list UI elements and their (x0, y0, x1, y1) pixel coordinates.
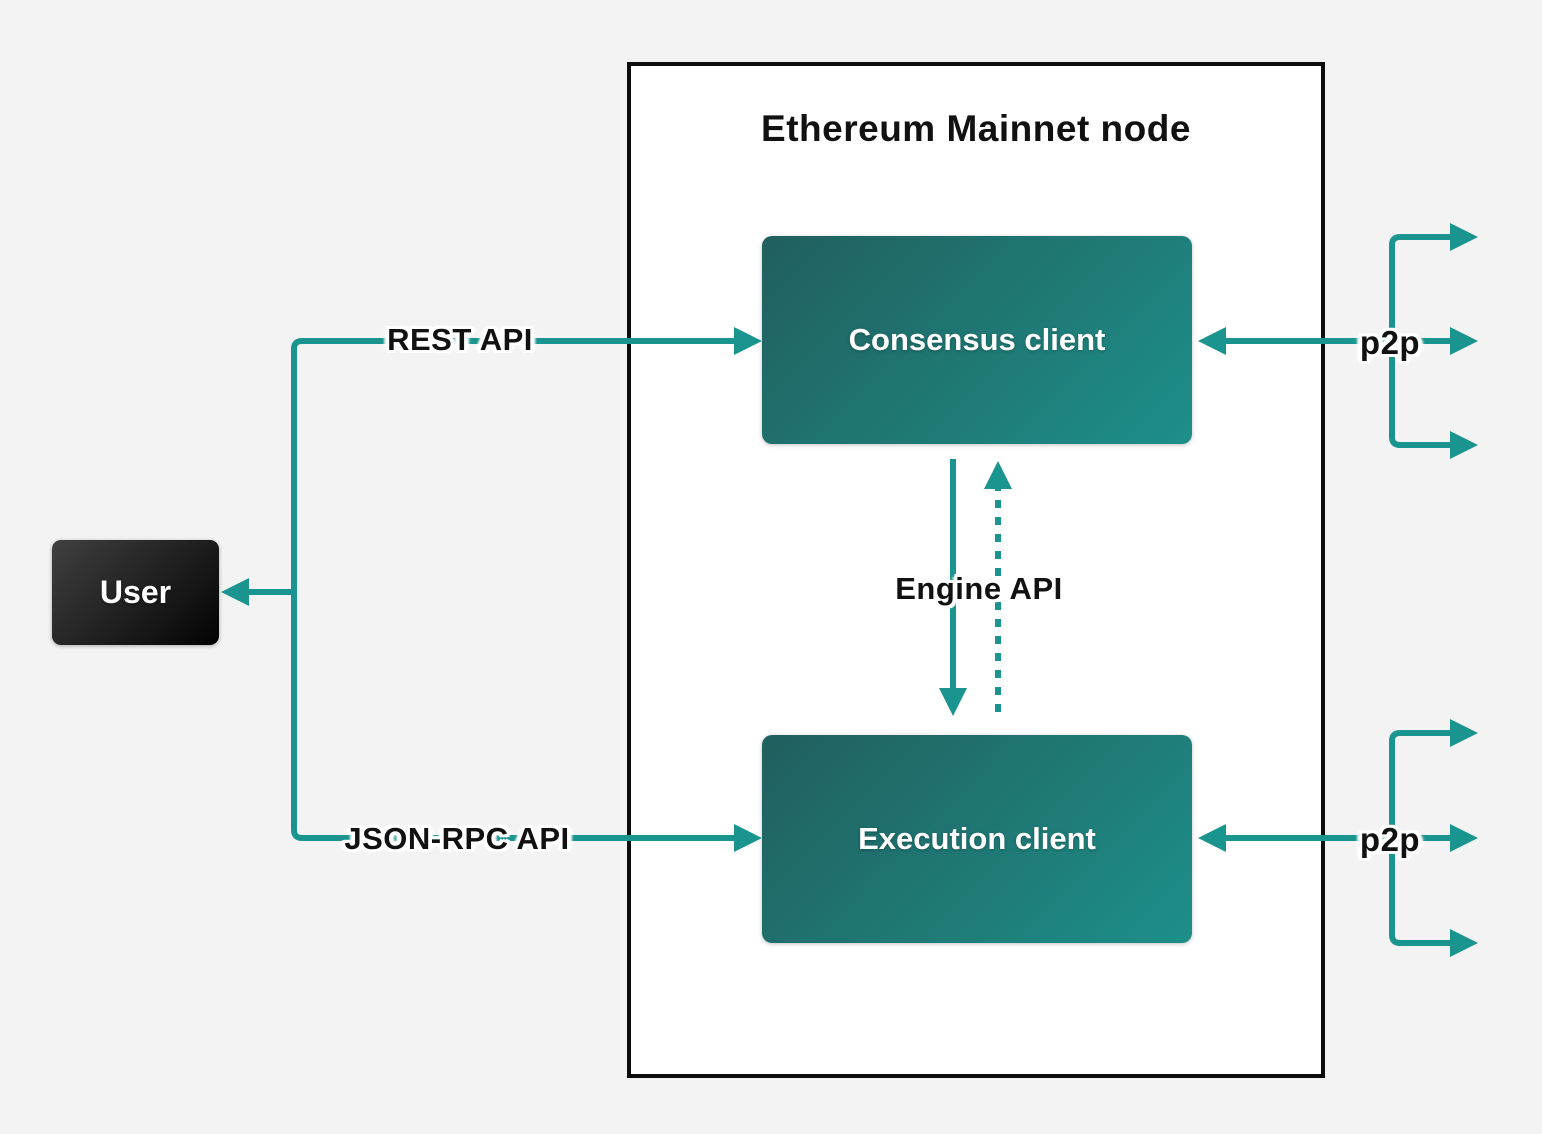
p2p-consensus-label: p2p (1359, 324, 1421, 361)
ethereum-node-title: Ethereum Mainnet node (761, 108, 1191, 149)
json-rpc-api-label: JSON-RPC API (344, 821, 570, 856)
rest-api-label: REST API (387, 322, 533, 357)
execution-client-label: Execution client (858, 821, 1096, 856)
execution-client-node: Execution client (762, 735, 1192, 943)
user-node-label: User (99, 574, 172, 610)
engine-up-arrowhead (984, 461, 1012, 489)
engine-down-arrowhead (939, 688, 967, 716)
user-api-trunk-edge (291, 327, 762, 852)
engine-api-label: Engine API (895, 571, 1063, 606)
consensus-client-label: Consensus client (848, 322, 1106, 357)
consensus-client-node: Consensus client (762, 236, 1192, 444)
engine-api-down-edge (939, 459, 967, 716)
rest-api-arrowhead (734, 327, 762, 355)
p2p-execution-label: p2p (1359, 821, 1421, 858)
engine-api-up-edge (984, 461, 1012, 712)
p2p-consensus-edges (1198, 223, 1478, 459)
json-rpc-arrowhead (734, 824, 762, 852)
user-arrowhead (221, 578, 249, 606)
p2p-execution-edges (1198, 719, 1478, 957)
user-arrow-edge (221, 578, 294, 606)
user-node: User (52, 540, 219, 645)
